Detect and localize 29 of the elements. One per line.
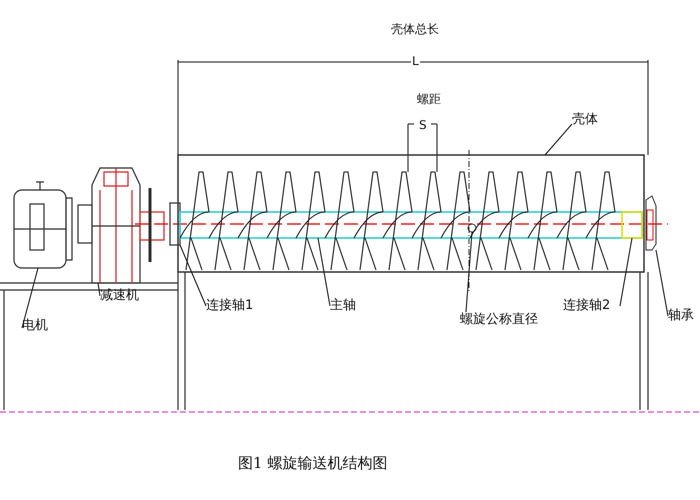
leader-line (180, 244, 206, 306)
bearing-drawing (646, 195, 656, 250)
part-label: 主轴 (330, 298, 356, 314)
leader-line (98, 282, 100, 296)
part-label: 连接轴2 (563, 298, 610, 314)
part-label: 螺旋公称直径 (460, 312, 538, 328)
leader-line (544, 124, 572, 156)
dimension-label: L (411, 54, 420, 68)
reducer-drawing (77, 167, 141, 284)
dimension-label: S (418, 118, 428, 132)
part-label: 连接轴1 (206, 298, 254, 314)
coupling-drawing (139, 188, 181, 262)
leader-line (318, 238, 330, 306)
housing (177, 154, 645, 273)
leader-line (620, 238, 632, 306)
figure-caption: 图1 螺旋输送机结构图 (238, 453, 388, 474)
coupling-shaft (621, 211, 643, 239)
dimension-label: 壳体总长 (390, 22, 440, 36)
screw-shaft-drawing (179, 171, 643, 271)
part-label: 壳体 (572, 112, 598, 128)
dimension-label: 螺距 (416, 92, 442, 106)
motor-drawing (13, 181, 73, 269)
part-label: 轴承 (668, 308, 694, 324)
leader-line (466, 232, 472, 312)
part-label: 电机 (22, 318, 48, 334)
part-label: 减速机 (100, 288, 139, 304)
leader-line (22, 268, 38, 328)
leader-line (656, 250, 668, 316)
screw-diameter-mark (468, 150, 476, 292)
